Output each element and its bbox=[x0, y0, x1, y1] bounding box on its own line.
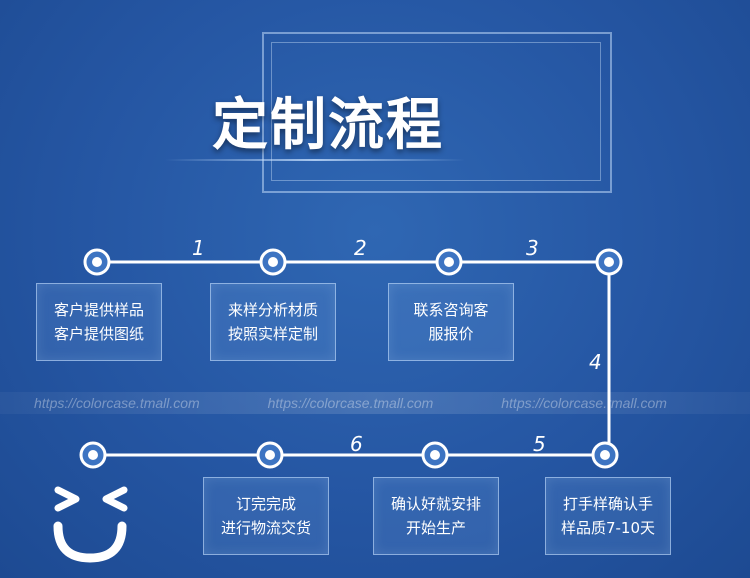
watermark-text: https://colorcase.tmall.com bbox=[267, 395, 434, 411]
step-number-1: 1 bbox=[192, 236, 205, 260]
watermark-strip: https://colorcase.tmall.com https://colo… bbox=[0, 392, 750, 414]
watermark-text: https://colorcase.tmall.com bbox=[501, 395, 667, 411]
step-2-line-1: 来样分析材质 bbox=[227, 301, 318, 319]
step-1-line-1: 客户提供样品 bbox=[53, 301, 144, 319]
title-underline bbox=[165, 159, 465, 161]
step-number-6: 6 bbox=[350, 432, 363, 456]
smiley-face-icon bbox=[53, 486, 128, 563]
step-box-6: 订完完成 进行物流交货 bbox=[203, 477, 329, 555]
step-box-2: 来样分析材质 按照实样定制 bbox=[210, 283, 336, 361]
step-box-5: 确认好就安排 开始生产 bbox=[373, 477, 499, 555]
step-6-line-1: 订完完成 bbox=[235, 495, 296, 513]
step-4-line-2: 样品质7-10天 bbox=[560, 519, 656, 537]
step-1-line-2: 客户提供图纸 bbox=[53, 325, 144, 343]
page-title: 定制流程 bbox=[212, 93, 444, 158]
node-3 bbox=[435, 248, 463, 276]
step-number-5: 5 bbox=[533, 432, 546, 456]
step-number-4: 4 bbox=[589, 350, 602, 374]
step-box-3: 联系咨询客 服报价 bbox=[388, 283, 514, 361]
node-6 bbox=[421, 441, 449, 469]
node-2 bbox=[259, 248, 287, 276]
node-5 bbox=[591, 441, 619, 469]
title-frame bbox=[262, 32, 612, 193]
step-4-line-1: 打手样确认手 bbox=[562, 495, 653, 513]
step-3-line-2: 服报价 bbox=[428, 325, 474, 343]
step-number-2: 2 bbox=[354, 236, 367, 260]
node-7 bbox=[256, 441, 284, 469]
node-4 bbox=[595, 248, 623, 276]
node-8 bbox=[79, 441, 107, 469]
step-5-line-2: 开始生产 bbox=[405, 519, 466, 537]
node-1 bbox=[83, 248, 111, 276]
step-6-line-2: 进行物流交货 bbox=[220, 519, 311, 537]
flow-path bbox=[93, 260, 611, 457]
step-2-line-2: 按照实样定制 bbox=[227, 325, 318, 343]
watermark-text: https://colorcase.tmall.com bbox=[34, 395, 200, 411]
step-3-line-1: 联系咨询客 bbox=[413, 301, 489, 319]
step-box-1: 客户提供样品 客户提供图纸 bbox=[36, 283, 162, 361]
step-number-3: 3 bbox=[526, 236, 539, 260]
title-frame-inner bbox=[271, 42, 601, 181]
step-box-4: 打手样确认手 样品质7-10天 bbox=[545, 477, 671, 555]
step-5-line-1: 确认好就安排 bbox=[390, 495, 481, 513]
